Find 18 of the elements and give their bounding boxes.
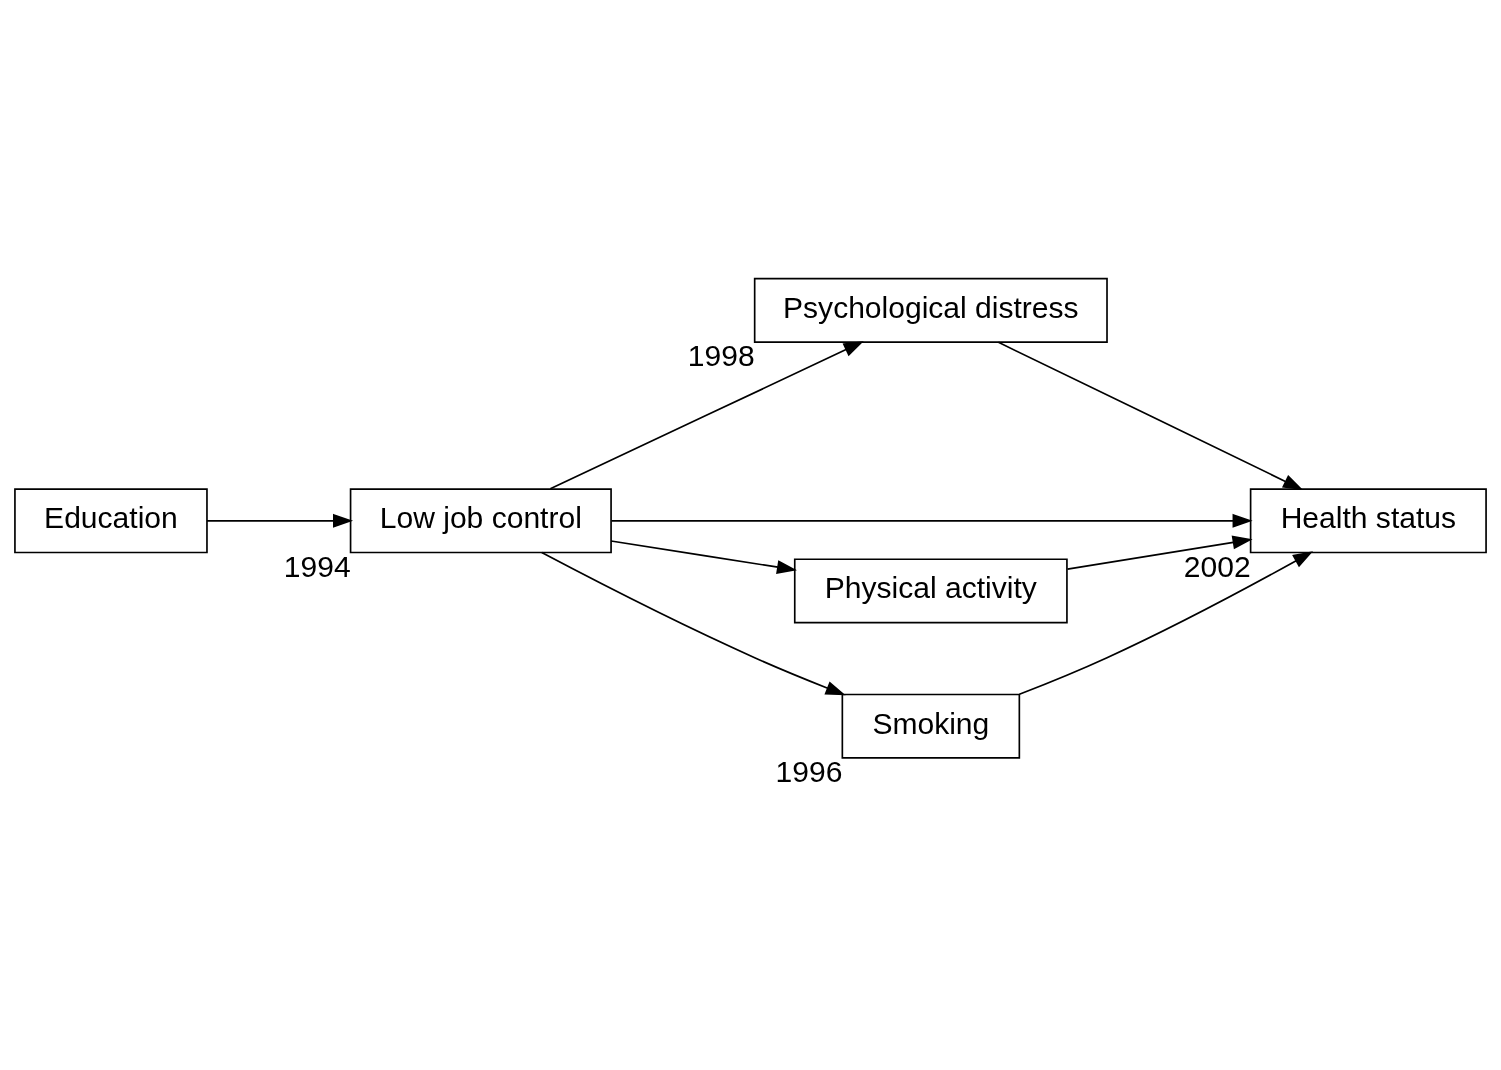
node-box: Psychological distress: [753, 277, 1108, 343]
node-box: Smoking: [841, 693, 1021, 759]
arrow: [549, 341, 864, 490]
arrow: [1018, 551, 1314, 696]
node-label: 1996: [775, 754, 843, 788]
arrow: [997, 341, 1304, 490]
node-box: Low job control: [349, 488, 612, 554]
arrow: [610, 540, 797, 574]
arrow: [610, 513, 1253, 528]
node-box: Physical activity: [793, 558, 1068, 624]
node-box: Health status: [1249, 488, 1487, 554]
node-label: 1994: [283, 549, 351, 583]
node-box: Education: [14, 488, 208, 554]
arrow: [206, 513, 354, 528]
node-label: 2002: [1183, 549, 1251, 583]
arrow: [1066, 535, 1253, 570]
node-label: 1998: [687, 339, 755, 373]
arrow: [540, 551, 846, 696]
